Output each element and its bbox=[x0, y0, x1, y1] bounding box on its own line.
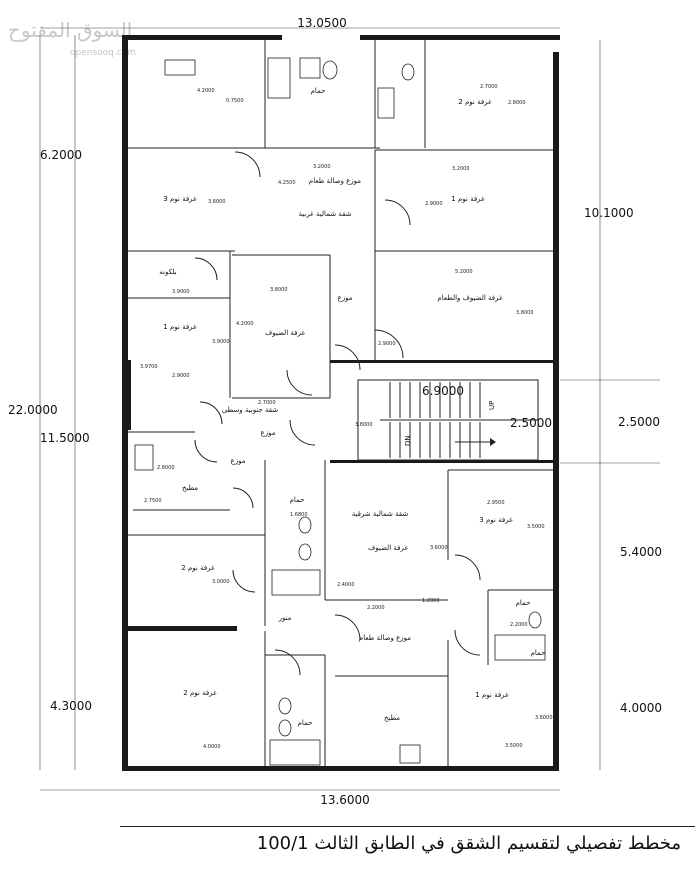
small-dim: 4.2000 bbox=[236, 321, 254, 327]
dim-top: 13.0500 bbox=[297, 16, 347, 30]
small-dim: 3.8000 bbox=[355, 422, 373, 428]
room-label: غرفة نوم 1 bbox=[163, 323, 197, 331]
dim-right-upper: 10.1000 bbox=[584, 206, 634, 220]
small-dim: 3.5000 bbox=[505, 743, 523, 749]
small-dim: 0.7500 bbox=[226, 98, 244, 104]
small-dim: 2.7500 bbox=[144, 498, 162, 504]
small-dim: 2.7000 bbox=[258, 400, 276, 406]
small-dim: 4.2500 bbox=[278, 180, 296, 186]
room-label: منور bbox=[278, 614, 292, 622]
room-label: حمام bbox=[516, 599, 531, 607]
small-dim: 2.9000 bbox=[425, 201, 443, 207]
small-dim: 3.6000 bbox=[208, 199, 226, 205]
room-label: موزع bbox=[338, 294, 353, 302]
small-dim: 3.5000 bbox=[527, 524, 545, 530]
small-dim: 3.8000 bbox=[516, 310, 534, 316]
room-label: غرفة الضيوف bbox=[265, 329, 305, 337]
dim-stair-depth: 2.5000 bbox=[510, 416, 552, 430]
dim-right-lower: 4.0000 bbox=[620, 701, 662, 715]
small-dim: 3.8000 bbox=[270, 287, 288, 293]
small-dim: 2.8000 bbox=[508, 100, 526, 106]
small-dim: 2.2000 bbox=[367, 605, 385, 611]
dimension-lines bbox=[39, 27, 660, 791]
small-dim: 2.4000 bbox=[337, 582, 355, 588]
small-dim: 2.7000 bbox=[480, 84, 498, 90]
small-dim: 2.9000 bbox=[378, 341, 396, 347]
room-label: شقة شمالية غربية bbox=[299, 210, 352, 218]
small-dim: 4.2000 bbox=[197, 88, 215, 94]
dim-left-total: 22.0000 bbox=[8, 403, 58, 417]
small-dim: 3.9000 bbox=[172, 289, 190, 295]
drawing-caption: مخطط تفصيلي لتقسيم الشقق في الطابق الثال… bbox=[256, 833, 681, 854]
room-label: غرفة الضيوف bbox=[368, 544, 408, 552]
small-dim: 3.6000 bbox=[430, 545, 448, 551]
small-dim: 3.2000 bbox=[313, 164, 331, 170]
doors bbox=[194, 151, 481, 676]
room-label: غرفة نوم 2 bbox=[183, 689, 217, 697]
dim-left-middle: 11.5000 bbox=[40, 431, 90, 445]
small-dim: 2.8000 bbox=[157, 465, 175, 471]
room-label: مطبخ bbox=[182, 484, 198, 492]
room-label: مطبخ bbox=[384, 714, 400, 722]
small-dim: 2.9000 bbox=[172, 373, 190, 379]
room-label: موزع وصالة طعام bbox=[359, 634, 411, 642]
small-dim: 5.2000 bbox=[455, 269, 473, 275]
room-label: حمام bbox=[298, 719, 313, 727]
dim-left-lower: 4.3000 bbox=[50, 699, 92, 713]
small-dim: 3.9700 bbox=[140, 364, 158, 370]
room-label: شقة شمالية شرقية bbox=[352, 510, 409, 518]
small-dim: 4.0000 bbox=[203, 744, 221, 750]
small-dim: 3.9000 bbox=[212, 339, 230, 345]
dim-bottom: 13.6000 bbox=[320, 793, 370, 807]
small-dim: 3.6000 bbox=[535, 715, 553, 721]
room-label: حمام bbox=[290, 496, 305, 504]
exterior-walls bbox=[122, 35, 560, 771]
room-label: موزع bbox=[231, 457, 246, 465]
stairwell bbox=[357, 379, 539, 461]
room-label: غرفة نوم 2 bbox=[458, 98, 492, 106]
room-label: غرفة نوم 2 bbox=[181, 564, 215, 572]
interior-walls bbox=[128, 40, 553, 766]
dim-stair-width: 6.9000 bbox=[422, 384, 464, 398]
room-label: حمام bbox=[311, 87, 326, 95]
watermark-logo: السوق المفتوح bbox=[8, 18, 133, 42]
room-label: بلكونه bbox=[159, 268, 177, 276]
small-dimension-values: 4.2000 0.7500 3.2000 3.6000 2.7000 2.800… bbox=[140, 84, 553, 750]
room-label: حمام bbox=[531, 649, 546, 657]
dim-left-upper: 6.2000 bbox=[40, 148, 82, 162]
drawing-caption-box: مخطط تفصيلي لتقسيم الشقق في الطابق الثال… bbox=[120, 826, 695, 867]
room-label: غرفة الضيوف والطعام bbox=[437, 294, 503, 302]
room-label: شقة جنوبية وسطى bbox=[222, 406, 278, 414]
small-dim: 1.2000 bbox=[422, 598, 440, 604]
room-label: غرفة نوم 1 bbox=[451, 195, 485, 203]
room-label: غرفة نوم 3 bbox=[163, 195, 197, 203]
stairs-down-label: DN bbox=[404, 435, 412, 446]
dim-right-middle: 5.4000 bbox=[620, 545, 662, 559]
small-dim: 2.2000 bbox=[510, 622, 528, 628]
fixtures bbox=[134, 57, 546, 766]
room-label: غرفة نوم 1 bbox=[475, 691, 509, 699]
room-label: موزع وصالة طعام bbox=[309, 177, 361, 185]
watermark-site: opensooq.com bbox=[70, 48, 136, 58]
small-dim: 2.9500 bbox=[487, 500, 505, 506]
small-dim: 3.2000 bbox=[452, 166, 470, 172]
small-dim: 3.0000 bbox=[212, 579, 230, 585]
dim-right-stair: 2.5000 bbox=[618, 415, 660, 429]
room-label: موزع bbox=[261, 429, 276, 437]
stairs-up-label: UP bbox=[488, 401, 496, 410]
small-dim: 1.6800 bbox=[290, 512, 308, 518]
room-label: غرفة نوم 3 bbox=[479, 516, 513, 524]
